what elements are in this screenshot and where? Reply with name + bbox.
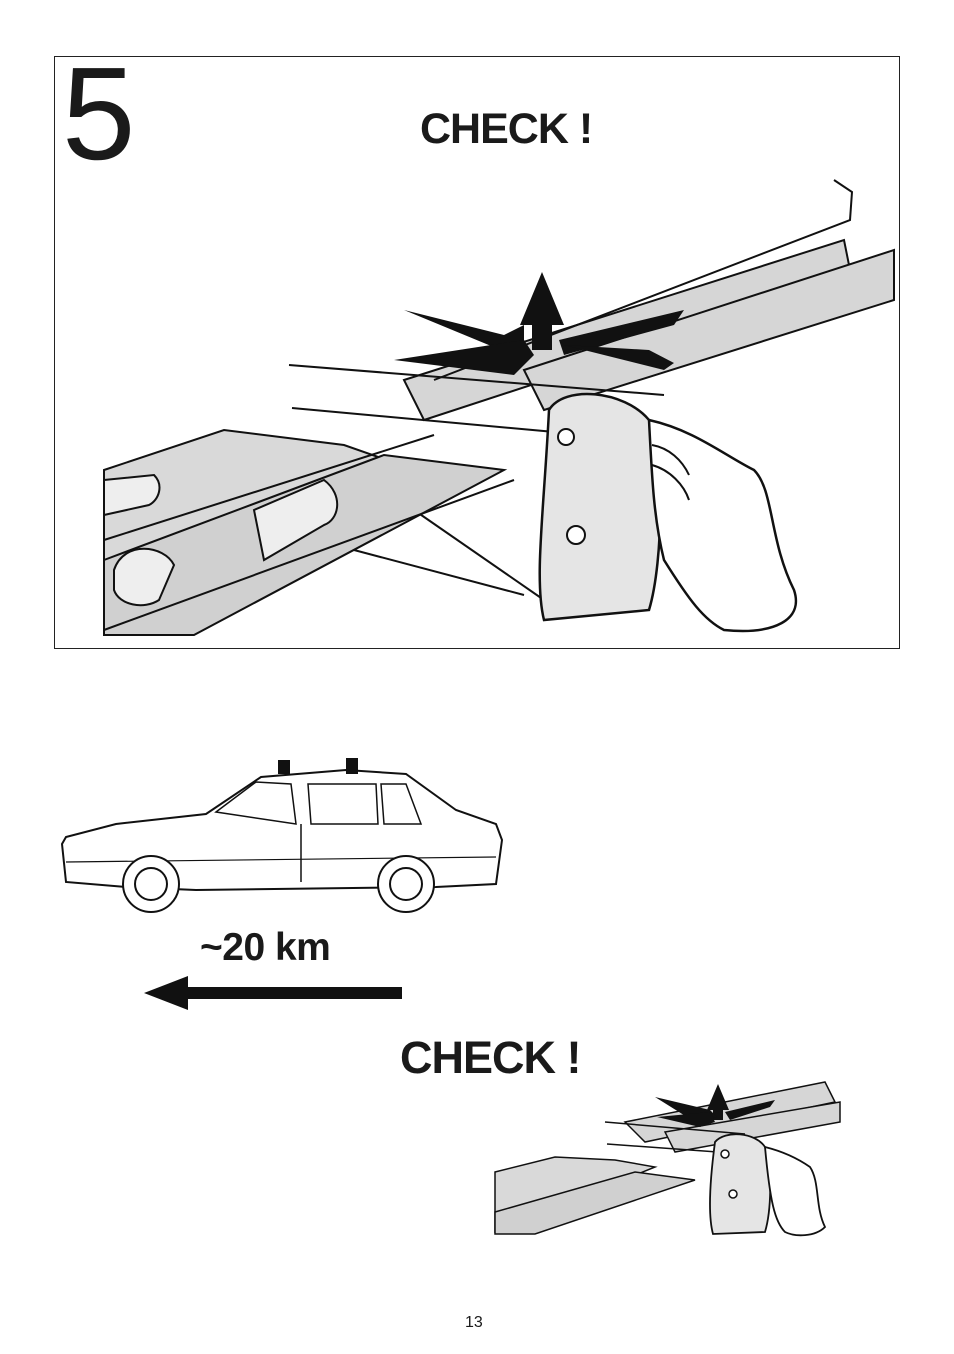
ski-carrier-small-illustration bbox=[495, 1072, 840, 1237]
page-number: 13 bbox=[465, 1314, 483, 1332]
step-number: 5 bbox=[62, 48, 135, 180]
distance-label: ~20 km bbox=[200, 926, 330, 970]
check-heading: CHECK ! bbox=[420, 105, 592, 154]
car-illustration bbox=[56, 752, 502, 922]
ski-carrier-illustration bbox=[104, 180, 896, 640]
direction-arrow bbox=[144, 976, 402, 1010]
